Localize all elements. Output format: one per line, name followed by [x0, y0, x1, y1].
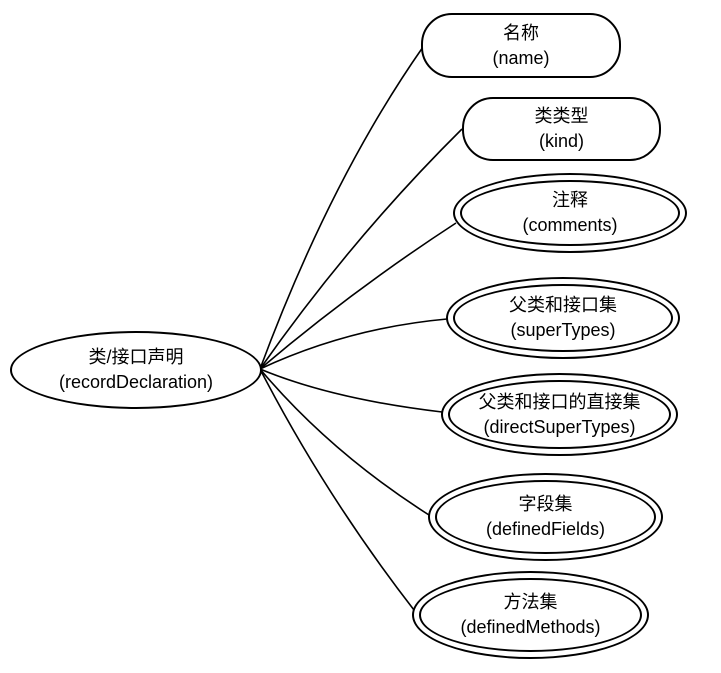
- node-definedmethods-inner-ellipse: 方法集 (definedMethods): [419, 578, 642, 652]
- node-comments-label-zh: 注释: [552, 190, 588, 210]
- edge-root-to-kind: [259, 128, 463, 370]
- node-kind-label-en: (kind): [538, 131, 584, 151]
- node-record-declaration-label-en: (recordDeclaration): [58, 372, 214, 392]
- node-definedfields-inner-ellipse: 字段集 (definedFields): [435, 480, 656, 554]
- node-comments: 注释 (comments): [453, 173, 687, 253]
- edge-root-to-comments: [259, 222, 457, 370]
- node-directsupertypes-label-en: (directSuperTypes): [483, 416, 636, 437]
- edge-root-to-definedfields: [259, 368, 430, 516]
- node-supertypes: 父类和接口集 (superTypes): [446, 277, 680, 359]
- node-directsupertypes-label-zh: 父类和接口的直接集: [478, 391, 641, 412]
- node-definedmethods-label-en: (definedMethods): [460, 617, 601, 637]
- node-kind: 类类型 (kind): [462, 97, 661, 161]
- node-definedfields: 字段集 (definedFields): [428, 473, 663, 561]
- node-name: 名称 (name): [421, 13, 621, 78]
- node-comments-inner-ellipse: 注释 (comments): [460, 180, 680, 246]
- node-definedmethods-label-zh: 方法集: [503, 592, 558, 612]
- node-name-label-en: (name): [492, 47, 550, 68]
- edge-root-to-directsupertypes: [259, 368, 443, 413]
- node-directsupertypes: 父类和接口的直接集 (directSuperTypes): [441, 373, 678, 456]
- node-record-declaration: 类/接口声明 (recordDeclaration): [10, 331, 262, 409]
- node-supertypes-label-en: (superTypes): [510, 320, 616, 340]
- node-definedfields-label-zh: 字段集: [518, 494, 573, 514]
- node-name-label-zh: 名称: [503, 22, 539, 43]
- edge-root-to-definedmethods: [259, 368, 415, 611]
- node-definedmethods: 方法集 (definedMethods): [412, 571, 649, 659]
- node-kind-label-zh: 类类型: [534, 106, 589, 126]
- node-comments-label-en: (comments): [522, 215, 618, 235]
- node-record-declaration-label-zh: 类/接口声明: [88, 347, 184, 367]
- node-supertypes-inner-ellipse: 父类和接口集 (superTypes): [453, 284, 673, 352]
- edge-root-to-supertypes: [259, 318, 448, 370]
- node-definedfields-label-en: (definedFields): [485, 519, 606, 539]
- edge-root-to-name: [259, 46, 424, 370]
- node-supertypes-label-zh: 父类和接口集: [509, 295, 617, 315]
- node-directsupertypes-inner-ellipse: 父类和接口的直接集 (directSuperTypes): [448, 380, 671, 449]
